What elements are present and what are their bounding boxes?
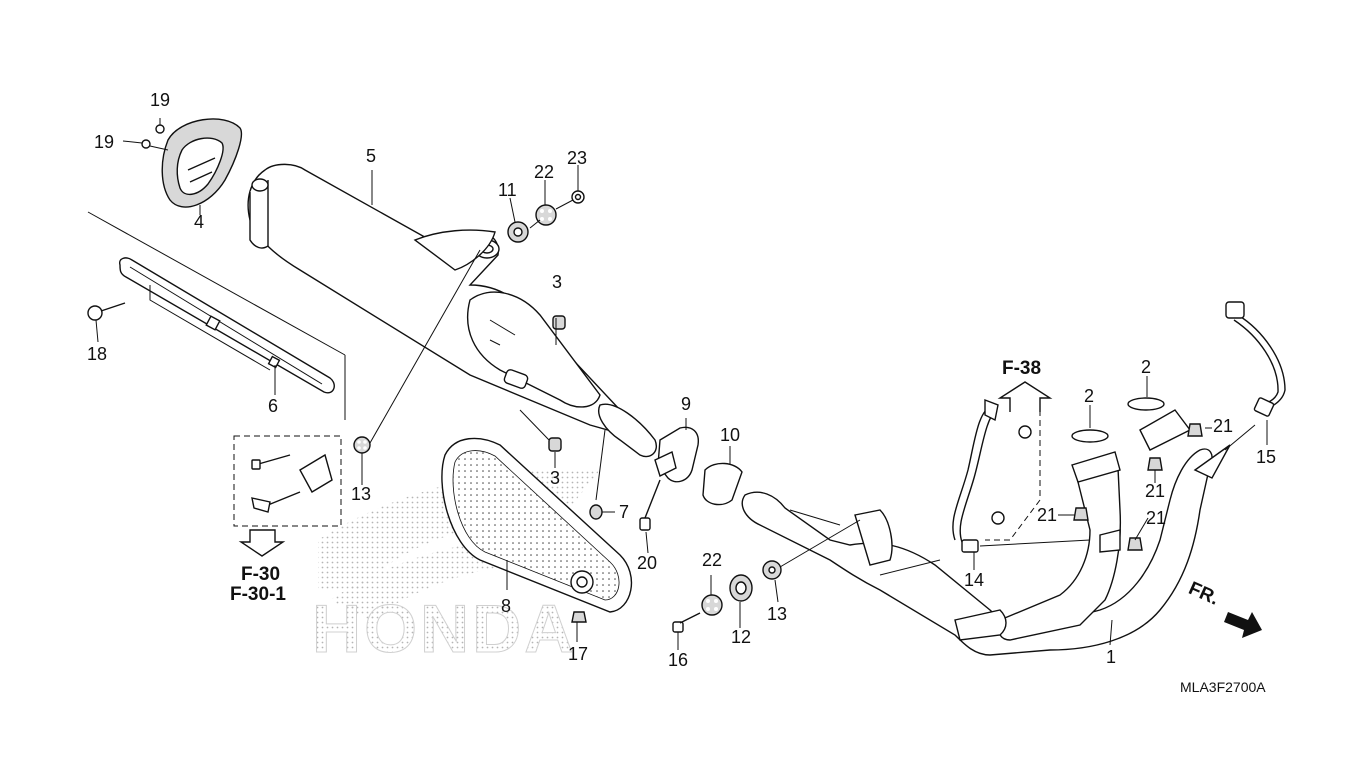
part-18-bolt: [87, 302, 126, 321]
callout-19a: 19: [150, 90, 170, 110]
part-1-exhaust-pipe: [741, 409, 1231, 656]
callout-3b: 3: [550, 468, 560, 488]
callout-9: 9: [681, 394, 691, 414]
part-4-tail-cap: [161, 118, 243, 208]
callout-18: 18: [87, 344, 107, 364]
callout-16: 16: [668, 650, 688, 670]
part-17-collar: [571, 611, 587, 623]
callout-12: 12: [731, 627, 751, 647]
callout-7: 7: [619, 502, 629, 522]
fr-label: FR.: [1185, 578, 1222, 610]
callout-8: 8: [501, 596, 511, 616]
callout-1: 1: [1106, 647, 1116, 667]
part-9-bracket: [654, 426, 699, 483]
part-15-o2-sensor: [1224, 301, 1286, 451]
callout-3a: 3: [552, 272, 562, 292]
callout-17: 17: [568, 644, 588, 664]
callout-21d: 21: [1146, 508, 1166, 528]
part-10-gasket: [702, 462, 743, 506]
front-direction-arrow: FR.: [1185, 578, 1262, 638]
callout-13b: 13: [767, 604, 787, 624]
callout-2a: 2: [1084, 386, 1094, 406]
part-3-collar-top: [552, 315, 566, 330]
callout-22b: 22: [702, 550, 722, 570]
part-22-damper-top: [535, 204, 557, 226]
diagram-code: MLA3F2700A: [1180, 679, 1266, 695]
callout-4: 4: [194, 212, 204, 232]
part-16-bolt: [672, 612, 701, 633]
part-13-damper-bottom: [762, 519, 861, 580]
part-2-gasket-left: [1071, 429, 1109, 443]
part-5-muffler: [247, 163, 657, 458]
frame-outline: [87, 211, 346, 420]
callout-14: 14: [964, 570, 984, 590]
part-22-damper-bottom: [701, 594, 723, 616]
part-13-damper-left: [353, 249, 481, 480]
callout-15: 15: [1256, 447, 1276, 467]
callout-23: 23: [567, 148, 587, 168]
callout-13a: 13: [351, 484, 371, 504]
callout-20: 20: [637, 553, 657, 573]
ref-f30: F-30: [241, 564, 280, 585]
part-3-collar-bottom: [519, 409, 562, 452]
callout-6: 6: [268, 396, 278, 416]
callout-11: 11: [498, 180, 517, 200]
part-14-o2-sensor: [952, 398, 1091, 553]
part-8-heat-protector: [441, 437, 633, 613]
part-11-grommet: [507, 221, 529, 243]
ref-f38: F-38: [1002, 358, 1041, 379]
callout-21a: 21: [1037, 505, 1057, 525]
callout-10: 10: [720, 425, 740, 445]
f38-reference-box: [985, 381, 1053, 541]
part-2-gasket-right: [1127, 397, 1165, 411]
callout-2b: 2: [1141, 357, 1151, 377]
callout-leaders: [95, 165, 1268, 650]
part-6-bracket: [119, 257, 335, 394]
part-19-screws: [122, 118, 169, 151]
f30-reference-box: [233, 435, 342, 557]
ref-f30-1: F-30-1: [230, 584, 286, 605]
part-12-grommet: [729, 574, 753, 602]
callout-5: 5: [366, 146, 376, 166]
honda-watermark-text: HONDA: [312, 591, 576, 667]
part-21-nuts: [1073, 423, 1203, 551]
callout-21c: 21: [1145, 481, 1165, 501]
part-20-bolt: [639, 479, 661, 531]
callout-19b: 19: [94, 132, 114, 152]
callout-21b: 21: [1213, 416, 1233, 436]
callout-22a: 22: [534, 162, 554, 182]
